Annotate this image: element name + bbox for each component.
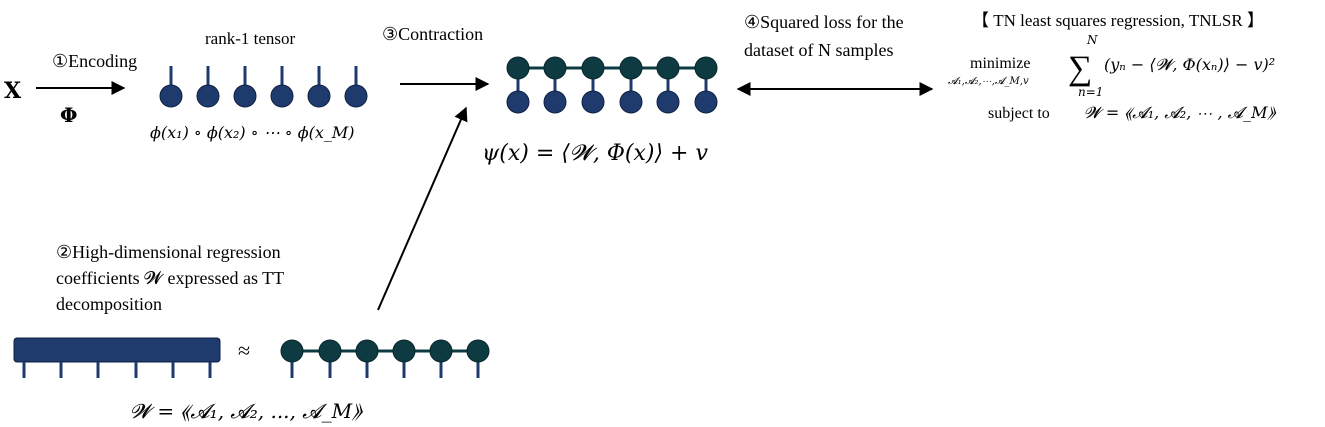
tt-core-5	[429, 339, 453, 378]
minimize-label: minimize	[970, 55, 1030, 72]
sum-symbol: ∑	[1068, 50, 1092, 87]
contracted-pair-2	[543, 56, 567, 114]
contracted-network	[506, 56, 718, 114]
squared-loss-line-1: ④Squared loss for the	[744, 12, 904, 32]
hd-text-line-2: coefficients 𝓦 expressed as TT	[56, 268, 284, 288]
tt-core-3	[355, 339, 379, 378]
constraint-formula: 𝓦 = ⟪𝓐₁, 𝓐₂, ⋯ , 𝓐_M⟫	[1084, 103, 1276, 122]
rank1-node-5	[307, 66, 331, 108]
input-x-label: X	[4, 78, 22, 104]
full-tensor-rect	[13, 337, 221, 363]
rank1-node-2	[196, 66, 220, 108]
tt-decomposition	[280, 339, 490, 378]
encoding-label: ①Encoding	[52, 51, 137, 71]
contracted-pair-5	[656, 56, 680, 114]
contraction-label: ③Contraction	[382, 24, 483, 44]
subject-to-label: subject to	[988, 105, 1050, 122]
rank1-tensor-label: rank-1 tensor	[205, 29, 296, 48]
objective-formula: (yₙ − ⟨𝓦, Φ(xₙ)⟩ − v)²	[1104, 55, 1275, 74]
full-tensor-block	[13, 337, 221, 378]
product-formula: ϕ(x₁) ∘ ϕ(x₂) ∘ ⋯ ∘ ϕ(x_M)	[150, 123, 355, 142]
rank1-node-3	[233, 66, 257, 108]
rank1-tensor	[159, 66, 368, 108]
contracted-pair-4	[619, 56, 643, 114]
tt-core-6	[466, 339, 490, 378]
tnlsr-title: 【 TN least squares regression, TNLSR 】	[972, 11, 1264, 30]
hd-text-line-3: decomposition	[56, 294, 162, 314]
hd-text-line-1: ②High-dimensional regression	[56, 242, 281, 262]
contracted-pair-6	[694, 56, 718, 114]
w-tt-formula: 𝓦 = ⟪𝓐₁, 𝓐₂, ..., 𝓐_M⟫	[130, 399, 363, 423]
tt-core-4	[392, 339, 416, 378]
rank1-node-4	[270, 66, 294, 108]
tt-to-contraction-arrow	[377, 106, 468, 311]
contracted-pair-3	[581, 56, 605, 114]
tt-core-1	[280, 339, 304, 378]
approx-symbol: ≈	[238, 338, 250, 363]
contracted-pair-1	[506, 56, 530, 114]
rank1-node-1	[159, 66, 183, 108]
squared-loss-line-2: dataset of N samples	[744, 40, 893, 60]
minimize-subscript: 𝓐₁,𝓐₂,⋯,𝓐_M,v	[948, 76, 1029, 87]
sum-upper-limit: N	[1086, 33, 1098, 47]
tt-core-2	[318, 339, 342, 378]
rank1-node-6	[344, 66, 368, 108]
sum-lower-limit: n=1	[1078, 85, 1103, 99]
psi-formula: ψ(x) = ⟨𝓦, Φ(x)⟩ + v	[482, 141, 708, 166]
phi-symbol: Φ	[60, 103, 77, 127]
